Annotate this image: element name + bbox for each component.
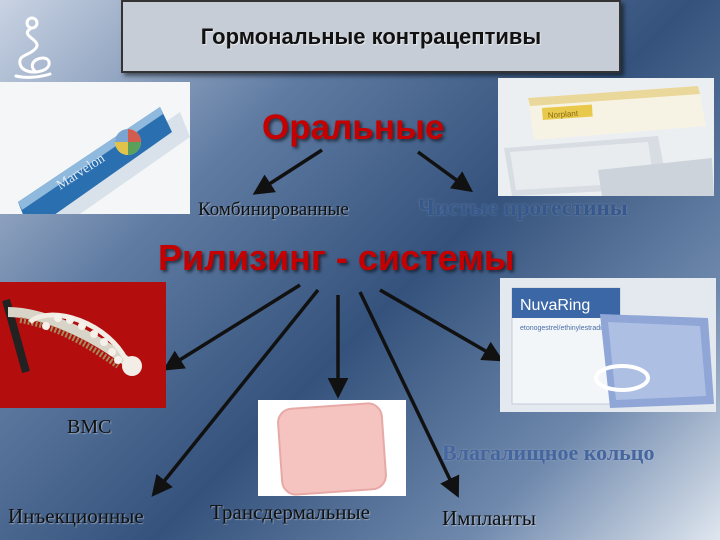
arrow-implants [358,291,460,498]
iud-label: ВМС [67,416,112,438]
implants-label: Импланты [442,506,537,530]
pill-pack-image: Marvelon [0,82,190,214]
title-box: Гормональные контрацептивы [121,0,621,73]
release-systems-heading: Рилизинг - системы [158,237,515,278]
progestin-box-image: Norplant [498,78,714,196]
arrow-injectable [151,288,320,497]
arrow-combined [252,148,323,195]
progestin-label: Чистые прогестины [418,195,628,220]
injectable-label: Инъекционные [8,504,144,528]
iud-image [0,282,166,408]
ring-label: Влагалищное кольцо [442,440,655,465]
patch-image [258,400,406,496]
combined-label: Комбинированные [198,199,349,220]
woman-logo-icon [10,14,60,80]
transdermal-label: Трансдермальные [210,500,370,524]
page-title: Гормональные контрацептивы [200,23,542,49]
nuvaring-image: NuvaRing etonogestrel/ethinylestradiol [500,278,716,412]
svg-text:Norplant: Norplant [548,109,580,120]
svg-text:etonogestrel/ethinylestradiol: etonogestrel/ethinylestradiol [520,325,608,332]
arrow-progestin [416,150,474,193]
svg-text:NuvaRing: NuvaRing [520,297,590,314]
arrow-ring [379,288,504,362]
oral-heading: Оральные [262,108,445,147]
arrow-iud [162,283,301,371]
